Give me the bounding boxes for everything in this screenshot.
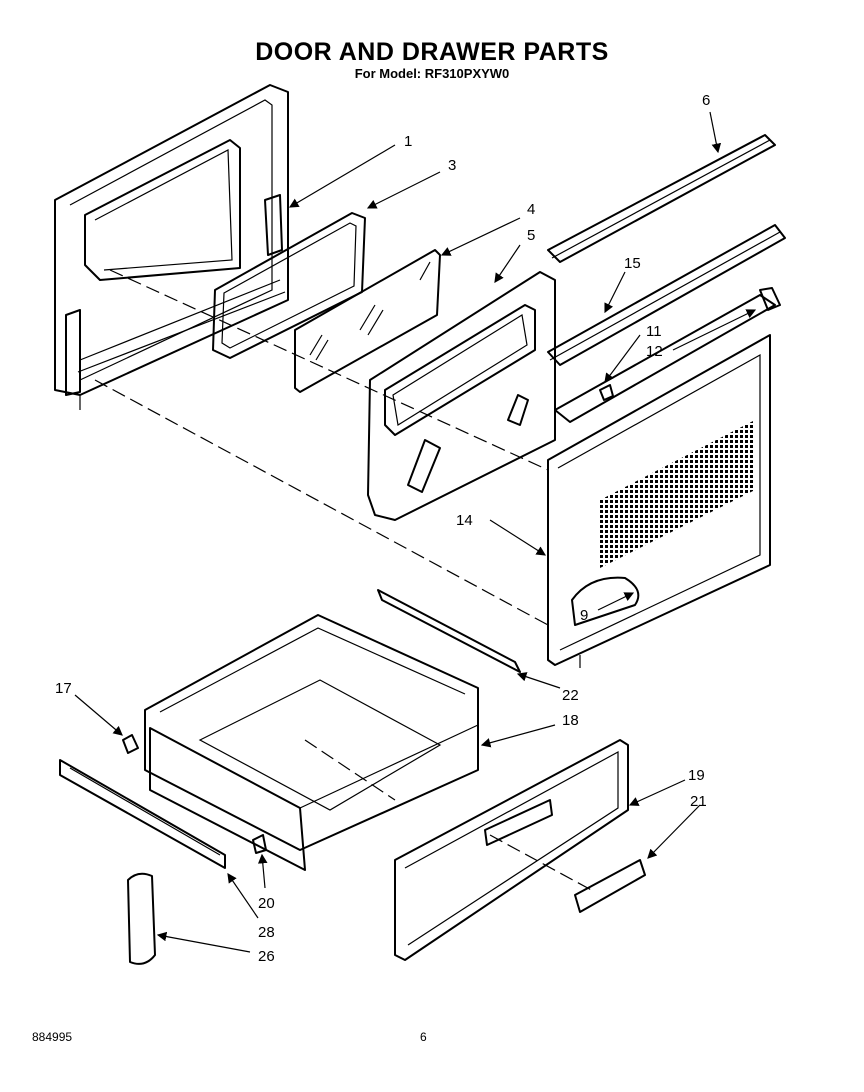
callout-5: 5 [527,227,535,244]
callout-3: 3 [448,157,456,174]
drawer-side-rail [59,759,226,869]
drawer-glide [127,872,156,965]
drawer-clip [122,734,139,754]
drawer-body [144,614,479,871]
callout-17: 17 [55,680,72,697]
callout-4: 4 [527,201,535,218]
callout-1: 1 [404,133,412,150]
callout-11: 11 [646,323,662,340]
callout-12: 12 [646,343,663,360]
page-number: 6 [420,1030,427,1044]
callout-14: 14 [456,512,473,529]
callout-28: 28 [258,924,275,941]
document-number: 884995 [32,1030,73,1044]
callout-26: 26 [258,948,275,965]
door-bracket [554,287,781,423]
door-liner-panel [547,334,771,668]
outer-door-frame [54,84,289,410]
door-clip [599,384,614,401]
model-subtitle: For Model: RF310PXYW0 [354,66,510,81]
callout-9: 9 [580,607,588,624]
door-trim-top [547,134,776,263]
callout-18: 18 [562,712,579,729]
inner-door-panel [367,271,556,521]
page-title: DOOR AND DRAWER PARTS [255,38,609,66]
callout-6: 6 [702,92,710,109]
drawer-front-panel [394,739,629,961]
door-trim-channel [547,224,786,366]
drawer-roller [252,834,267,854]
drawer-handle [574,859,646,913]
callout-19: 19 [688,767,705,784]
callout-21: 21 [690,793,707,810]
door-glass [294,249,441,393]
callout-22: 22 [562,687,579,704]
drawer-slide-rail [377,589,521,673]
callout-20: 20 [258,895,275,912]
callout-15: 15 [624,255,641,272]
